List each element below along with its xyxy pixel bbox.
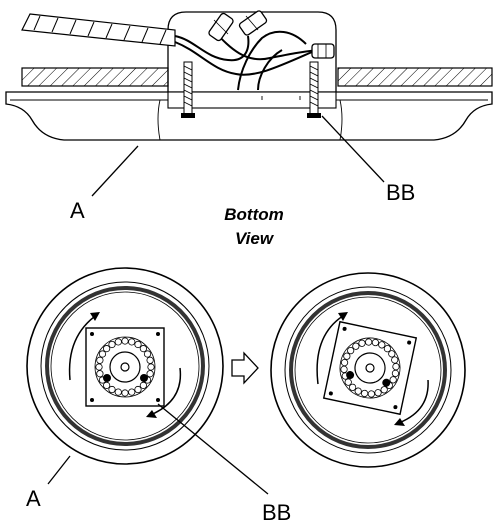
terminal-screw xyxy=(391,369,400,378)
terminal-screw xyxy=(343,352,351,360)
terminal-screw xyxy=(139,381,147,389)
label-bb-bottom: BB xyxy=(262,500,291,525)
side-view: A BB xyxy=(5,10,493,223)
terminal-screw xyxy=(108,340,116,349)
terminal-screw xyxy=(358,339,366,347)
junction-box xyxy=(167,11,337,92)
terminal-screw xyxy=(347,347,355,355)
terminal-screw xyxy=(146,356,154,364)
view-title: Bottom View xyxy=(224,205,283,248)
terminal-screw xyxy=(128,338,136,346)
fixture-bottom-view-before xyxy=(26,267,224,465)
svg-text:View: View xyxy=(235,229,275,248)
terminal-screw xyxy=(352,342,360,350)
right-arrow-outline-icon xyxy=(231,351,259,385)
terminal-screw xyxy=(121,337,129,345)
terminal-screw xyxy=(340,365,348,373)
terminal-screw xyxy=(388,350,396,358)
leader-line-a xyxy=(91,145,139,197)
terminal-screw xyxy=(349,383,357,391)
wire-nut xyxy=(208,10,335,59)
label-bb-top: BB xyxy=(386,180,415,205)
terminal-screw xyxy=(367,390,375,398)
terminal-screw xyxy=(371,338,380,347)
terminal-screw xyxy=(392,363,400,371)
leader-line-bb xyxy=(321,115,385,183)
terminal-screw xyxy=(121,389,129,397)
terminal-screw xyxy=(340,358,349,367)
curved-arrow-icon xyxy=(147,367,182,417)
terminal-screw xyxy=(134,385,142,394)
terminal-screw xyxy=(365,338,373,346)
terminal-screw xyxy=(95,363,103,371)
terminal-screw xyxy=(143,350,152,358)
terminal-screw xyxy=(103,381,111,389)
terminal-screw xyxy=(96,356,104,364)
terminal-screw xyxy=(128,388,136,396)
terminal-screw xyxy=(108,385,116,394)
terminal-screw xyxy=(114,338,122,346)
terminal-screw xyxy=(360,389,369,398)
wiring xyxy=(174,30,319,91)
terminal-screw xyxy=(147,363,155,371)
label-a-bottom: A xyxy=(26,486,41,511)
terminal-screw xyxy=(114,388,122,396)
terminal-screw xyxy=(389,376,397,384)
terminal-ring xyxy=(339,337,401,399)
fixture-body xyxy=(5,91,493,141)
mounting-screw xyxy=(307,61,321,118)
terminal-screw xyxy=(139,345,147,353)
terminal-screw xyxy=(96,370,104,378)
terminal-screw xyxy=(374,389,382,397)
terminal-screw xyxy=(354,387,362,395)
terminal-screw xyxy=(146,370,154,378)
mounting-screw xyxy=(181,61,195,118)
leader-line-bb xyxy=(157,403,269,495)
terminal-screw xyxy=(98,350,107,358)
terminal-screw xyxy=(383,345,391,353)
svg-text:Bottom: Bottom xyxy=(224,205,283,224)
curved-arrow-icon xyxy=(316,313,347,385)
fixture-bottom-view-after xyxy=(270,272,466,468)
supply-cable xyxy=(21,13,176,47)
terminal-screw xyxy=(134,340,142,349)
label-a-top: A xyxy=(70,198,85,223)
ceiling xyxy=(21,67,493,87)
curved-arrow-icon xyxy=(68,313,99,381)
terminal-screw xyxy=(378,341,386,349)
terminal-screw xyxy=(344,378,352,386)
terminal-screw xyxy=(103,345,111,353)
terminal-ring xyxy=(94,336,156,398)
terminal-screw xyxy=(380,386,388,394)
terminal-screw xyxy=(391,356,399,364)
leader-line-a xyxy=(47,455,71,485)
